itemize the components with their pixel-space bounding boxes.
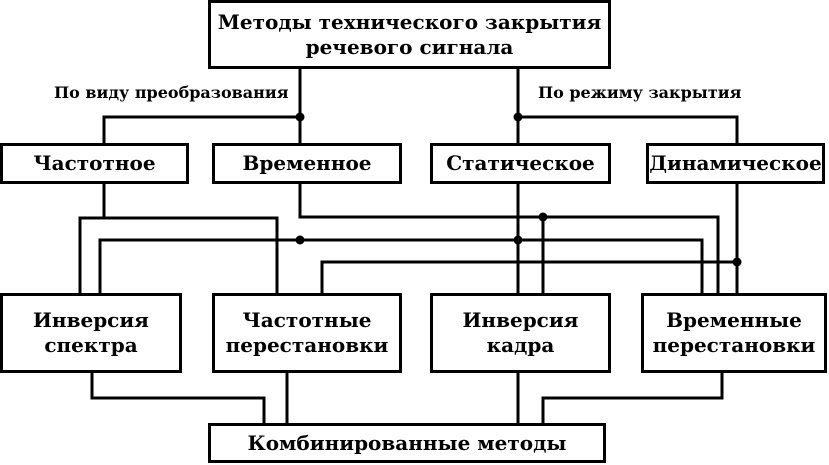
method-spectrum-inversion-box: Инверсия спектра	[0, 293, 182, 373]
method-time-permutations-box: Временные перестановки	[641, 293, 827, 373]
category-frequency-label: Частотное	[33, 151, 156, 175]
category-frequency-box: Частотное	[0, 143, 189, 184]
branch-label-left: По виду преобразования	[52, 83, 291, 102]
category-dynamic-label: Динамическое	[649, 151, 822, 175]
category-static-label: Статическое	[446, 151, 595, 175]
wire-spectrum-to-combined	[90, 370, 266, 427]
method-frequency-permutations-line1: Частотные	[242, 308, 372, 332]
root-title-line1: Методы технического закрытия	[217, 9, 602, 34]
junction-time-bus	[538, 212, 548, 222]
wire-frequency-bus	[102, 180, 279, 297]
category-dynamic-box: Динамическое	[646, 143, 825, 184]
junction-static-bar-left	[295, 235, 305, 245]
combined-methods-label: Комбинированные методы	[247, 430, 567, 455]
junction-left-split	[295, 112, 305, 122]
root-title-line2: речевого сигнала	[305, 34, 514, 59]
method-frame-inversion-line1: Инверсия	[462, 308, 579, 332]
junction-dynamic-bar	[732, 257, 742, 267]
wire-static-horizontal	[98, 238, 704, 297]
junction-right-split	[513, 112, 523, 122]
wire-time-bus	[298, 180, 720, 297]
category-time-box: Временное	[212, 143, 402, 184]
method-frame-inversion-box: Инверсия кадра	[430, 293, 611, 373]
combined-methods-box: Комбинированные методы	[208, 423, 606, 463]
method-frequency-permutations-box: Частотные перестановки	[212, 293, 402, 373]
category-time-label: Временное	[242, 151, 372, 175]
method-frequency-permutations-line2: перестановки	[225, 333, 389, 357]
method-spectrum-inversion-line2: спектра	[44, 333, 138, 357]
method-time-permutations-line1: Временные	[666, 308, 802, 332]
junction-static-bar	[513, 235, 523, 245]
category-static-box: Статическое	[430, 143, 611, 184]
branch-label-right: По режиму закрытия	[536, 83, 744, 102]
root-box: Методы технического закрытия речевого си…	[208, 0, 611, 69]
wire-timeperm-to-combined	[541, 370, 724, 427]
method-time-permutations-line2: перестановки	[652, 333, 816, 357]
method-frame-inversion-line2: кадра	[486, 333, 555, 357]
method-spectrum-inversion-line1: Инверсия	[33, 308, 149, 332]
